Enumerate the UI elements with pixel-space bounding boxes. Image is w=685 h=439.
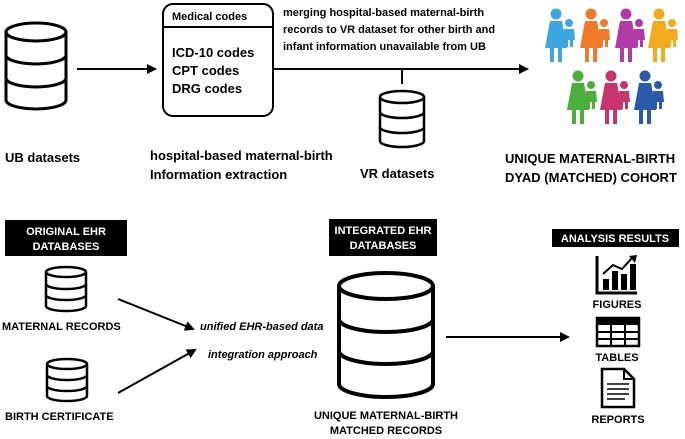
ub-datasets-label: UB datasets bbox=[5, 150, 80, 165]
family-icon bbox=[634, 70, 664, 124]
matched-label-line1: UNIQUE MATERNAL-BIRTH bbox=[314, 410, 458, 422]
approach-text-line2: integration approach bbox=[208, 349, 318, 361]
birth-certificate-label: BIRTH CERTIFICATE bbox=[5, 411, 114, 423]
family-icon bbox=[600, 70, 630, 124]
figures-label: FIGURES bbox=[593, 299, 642, 311]
original-header-line1: ORIGINAL EHR bbox=[26, 226, 106, 238]
family-icon-group bbox=[545, 8, 678, 124]
merge-text-line2: records to VR dataset for other birth an… bbox=[283, 24, 495, 36]
cohort-label-line2: DYAD (MATCHED) COHORT bbox=[505, 170, 677, 185]
extraction-label-line2: Information extraction bbox=[150, 167, 287, 182]
original-header-line2: DATABASES bbox=[33, 241, 100, 253]
bar-chart-icon bbox=[595, 255, 637, 295]
analysis-header-label: ANALYSIS RESULTS bbox=[561, 233, 669, 245]
table-icon bbox=[595, 316, 641, 348]
merge-text-line3: infant information unavailable from UB bbox=[283, 41, 486, 53]
arrow-maternal-to-integration bbox=[117, 298, 195, 331]
merge-text-line1: merging hospital-based maternal-birth bbox=[283, 7, 484, 19]
matched-label-line2: MATCHED RECORDS bbox=[330, 425, 442, 437]
document-icon bbox=[600, 367, 636, 409]
vr-datasets-label: VR datasets bbox=[360, 166, 434, 181]
family-icon bbox=[567, 70, 597, 124]
cohort-label-line1: UNIQUE MATERNAL-BIRTH bbox=[505, 151, 675, 166]
maternal-database-icon bbox=[44, 265, 88, 313]
birth-certificate-database-icon bbox=[45, 357, 89, 403]
tables-label: TABLES bbox=[595, 352, 638, 364]
family-icon bbox=[580, 8, 610, 62]
approach-text-line1: unified EHR-based data bbox=[200, 321, 323, 333]
code-item-icd10: ICD-10 codes bbox=[172, 45, 254, 60]
integrated-header-box bbox=[329, 219, 437, 256]
integrated-database-icon bbox=[337, 271, 435, 399]
family-icon bbox=[648, 8, 678, 62]
ub-database-icon bbox=[4, 21, 68, 111]
reports-label: REPORTS bbox=[591, 414, 644, 426]
family-icon bbox=[615, 8, 645, 62]
arrow-birth-to-integration bbox=[117, 349, 197, 394]
medical-codes-box bbox=[162, 3, 274, 117]
vr-database-icon bbox=[378, 89, 426, 149]
integrated-header-line1: INTEGRATED EHR bbox=[335, 225, 432, 237]
original-header-box bbox=[5, 220, 127, 256]
medical-codes-title: Medical codes bbox=[172, 11, 247, 23]
extraction-label-line1: hospital-based maternal-birth bbox=[150, 148, 333, 163]
maternal-records-label: MATERNAL RECORDS bbox=[2, 321, 121, 333]
analysis-header-box bbox=[552, 229, 679, 247]
family-icon bbox=[545, 8, 575, 62]
integrated-header-line2: DATABASES bbox=[350, 240, 417, 252]
code-item-drg: DRG codes bbox=[172, 81, 242, 96]
code-item-cpt: CPT codes bbox=[172, 63, 239, 78]
